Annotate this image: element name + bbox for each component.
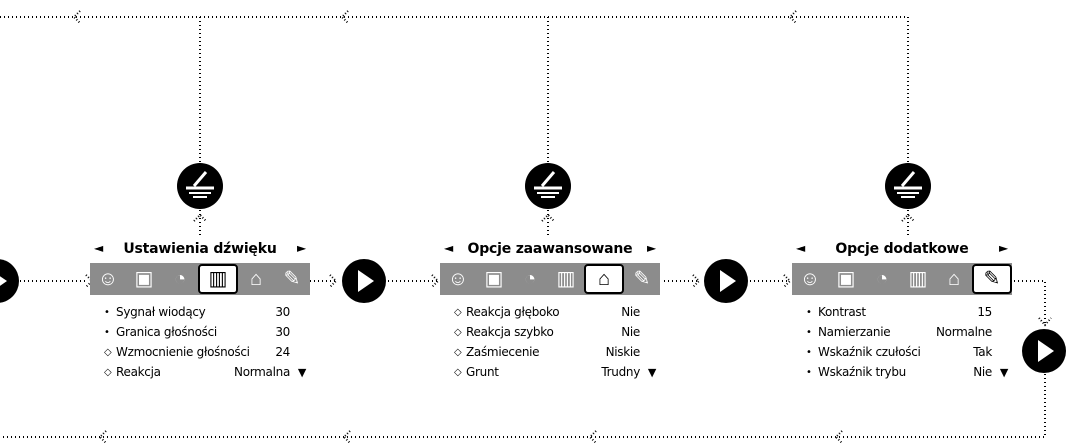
- row-value: Normalna: [234, 365, 290, 379]
- settings-list: • Kontrast 15 • Namierzanie Normalne • W…: [806, 302, 1008, 382]
- settings-row[interactable]: • Namierzanie Normalne: [806, 322, 1008, 342]
- row-value: Nie: [621, 305, 640, 319]
- next-button-1[interactable]: [341, 258, 387, 304]
- row-value: 24: [275, 345, 290, 359]
- bullet: ◇: [104, 346, 112, 358]
- next-button-3[interactable]: [1021, 328, 1067, 374]
- panel-advanced-options: ◄ Opcje zaawansowane ► ☺ ▣ ◔ ▥ ⌂ ✎ ◇ Rea…: [440, 238, 660, 388]
- row-value: 30: [275, 325, 290, 339]
- bullet: •: [104, 326, 110, 338]
- row-label: Wskaźnik trybu: [818, 365, 906, 379]
- bullet: •: [806, 306, 812, 318]
- bullet: ◇: [454, 366, 462, 378]
- bullet: ◇: [454, 326, 462, 338]
- row-value: 15: [977, 305, 992, 319]
- tab-sensitivity-gauge-icon[interactable]: ◔: [875, 268, 889, 290]
- settings-row[interactable]: ◇ Reakcja szybko Nie: [454, 322, 656, 342]
- row-value: 30: [275, 305, 290, 319]
- bullet: •: [806, 326, 812, 338]
- panel-title: ◄ Ustawienia dźwięku ►: [90, 238, 310, 260]
- tab-bar: ☺ ▣ ◔ ▥ ⌂ ✎: [440, 263, 660, 295]
- prev-arrow-icon[interactable]: ◄: [444, 241, 454, 255]
- row-value: Tak: [973, 345, 992, 359]
- next-button-left[interactable]: [0, 258, 20, 304]
- settings-row[interactable]: ◇ Grunt Trudny ▼: [454, 362, 656, 382]
- row-label: Wskaźnik czułości: [818, 345, 921, 359]
- prev-arrow-icon[interactable]: ◄: [94, 241, 104, 255]
- row-label: Zaśmiecenie: [466, 345, 540, 359]
- panel-title-text: Opcje zaawansowane: [467, 241, 633, 257]
- row-label: Granica głośności: [116, 325, 217, 339]
- tab-wrench-icon[interactable]: ✎: [633, 268, 651, 290]
- tab-graduation-cap-icon[interactable]: ⌂: [249, 268, 263, 290]
- settings-row[interactable]: • Sygnał wiodący 30: [104, 302, 306, 322]
- tab-wrench-icon[interactable]: ✎: [972, 263, 1012, 294]
- row-value: Niskie: [605, 345, 641, 359]
- row-value: Normalne: [935, 325, 992, 339]
- settings-row[interactable]: ◇ Wzmocnienie głośności 24: [104, 342, 306, 362]
- next-arrow-icon[interactable]: ►: [998, 241, 1008, 255]
- scroll-down-arrow-icon[interactable]: ▼: [999, 365, 1008, 379]
- tab-graduation-cap-icon[interactable]: ⌂: [947, 268, 961, 290]
- next-button-2[interactable]: [703, 258, 749, 304]
- settings-row[interactable]: • Wskaźnik trybu Nie ▼: [806, 362, 1008, 382]
- panel-title-text: Ustawienia dźwięku: [123, 241, 277, 257]
- detector-icon-2[interactable]: [524, 162, 572, 210]
- tab-user-profile-icon[interactable]: ☺: [799, 268, 821, 290]
- prev-arrow-icon[interactable]: ◄: [796, 241, 806, 255]
- row-label: Wzmocnienie głośności: [116, 345, 250, 359]
- tab-battery-icon[interactable]: ▣: [836, 268, 856, 290]
- tab-sound-bars-icon[interactable]: ▥: [908, 268, 928, 290]
- tab-sound-bars-icon[interactable]: ▥: [198, 263, 238, 294]
- panel-title-text: Opcje dodatkowe: [835, 241, 969, 257]
- bullet: •: [806, 346, 812, 358]
- bullet: ◇: [454, 346, 462, 358]
- row-label: Reakcja głęboko: [466, 305, 560, 319]
- bullet: •: [104, 306, 110, 318]
- settings-list: • Sygnał wiodący 30 • Granica głośności …: [104, 302, 306, 382]
- settings-row[interactable]: • Wskaźnik czułości Tak: [806, 342, 1008, 362]
- settings-row[interactable]: ◇ Reakcja głęboko Nie: [454, 302, 656, 322]
- row-label: Kontrast: [818, 305, 866, 319]
- row-label: Reakcja szybko: [466, 325, 554, 339]
- tab-battery-icon[interactable]: ▣: [484, 268, 504, 290]
- row-label: Sygnał wiodący: [116, 305, 206, 319]
- row-label: Grunt: [466, 365, 499, 379]
- tab-user-profile-icon[interactable]: ☺: [97, 268, 119, 290]
- panel-sound-settings: ◄ Ustawienia dźwięku ► ☺ ▣ ◔ ▥ ⌂ ✎ • Syg…: [90, 238, 310, 388]
- detector-icon-3[interactable]: [884, 162, 932, 210]
- settings-row[interactable]: ◇ Zaśmiecenie Niskie: [454, 342, 656, 362]
- tab-wrench-icon[interactable]: ✎: [283, 268, 301, 290]
- row-label: Namierzanie: [818, 325, 891, 339]
- tab-sensitivity-gauge-icon[interactable]: ◔: [173, 268, 187, 290]
- tab-bar: ☺ ▣ ◔ ▥ ⌂ ✎: [792, 263, 1012, 295]
- settings-row[interactable]: • Granica głośności 30: [104, 322, 306, 342]
- bullet: •: [806, 366, 812, 378]
- tab-sensitivity-gauge-icon[interactable]: ◔: [523, 268, 537, 290]
- settings-row[interactable]: • Kontrast 15: [806, 302, 1008, 322]
- row-value: Trudny: [601, 365, 640, 379]
- bullet: ◇: [104, 366, 112, 378]
- bullet: ◇: [454, 306, 462, 318]
- panel-title: ◄ Opcje zaawansowane ►: [440, 238, 660, 260]
- row-value: Nie: [973, 365, 992, 379]
- next-arrow-icon[interactable]: ►: [296, 241, 306, 255]
- row-value: Nie: [621, 325, 640, 339]
- detector-icon-1[interactable]: [176, 162, 224, 210]
- settings-list: ◇ Reakcja głęboko Nie ◇ Reakcja szybko N…: [454, 302, 656, 382]
- scroll-down-arrow-icon[interactable]: ▼: [297, 365, 306, 379]
- tab-battery-icon[interactable]: ▣: [134, 268, 154, 290]
- panel-additional-options: ◄ Opcje dodatkowe ► ☺ ▣ ◔ ▥ ⌂ ✎ • Kontra…: [792, 238, 1012, 388]
- panel-title: ◄ Opcje dodatkowe ►: [792, 238, 1012, 260]
- row-label: Reakcja: [116, 365, 161, 379]
- tab-sound-bars-icon[interactable]: ▥: [556, 268, 576, 290]
- settings-row[interactable]: ◇ Reakcja Normalna ▼: [104, 362, 306, 382]
- tab-graduation-cap-icon[interactable]: ⌂: [584, 263, 624, 294]
- tab-user-profile-icon[interactable]: ☺: [447, 268, 469, 290]
- scroll-down-arrow-icon[interactable]: ▼: [647, 365, 656, 379]
- tab-bar: ☺ ▣ ◔ ▥ ⌂ ✎: [90, 263, 310, 295]
- next-arrow-icon[interactable]: ►: [646, 241, 656, 255]
